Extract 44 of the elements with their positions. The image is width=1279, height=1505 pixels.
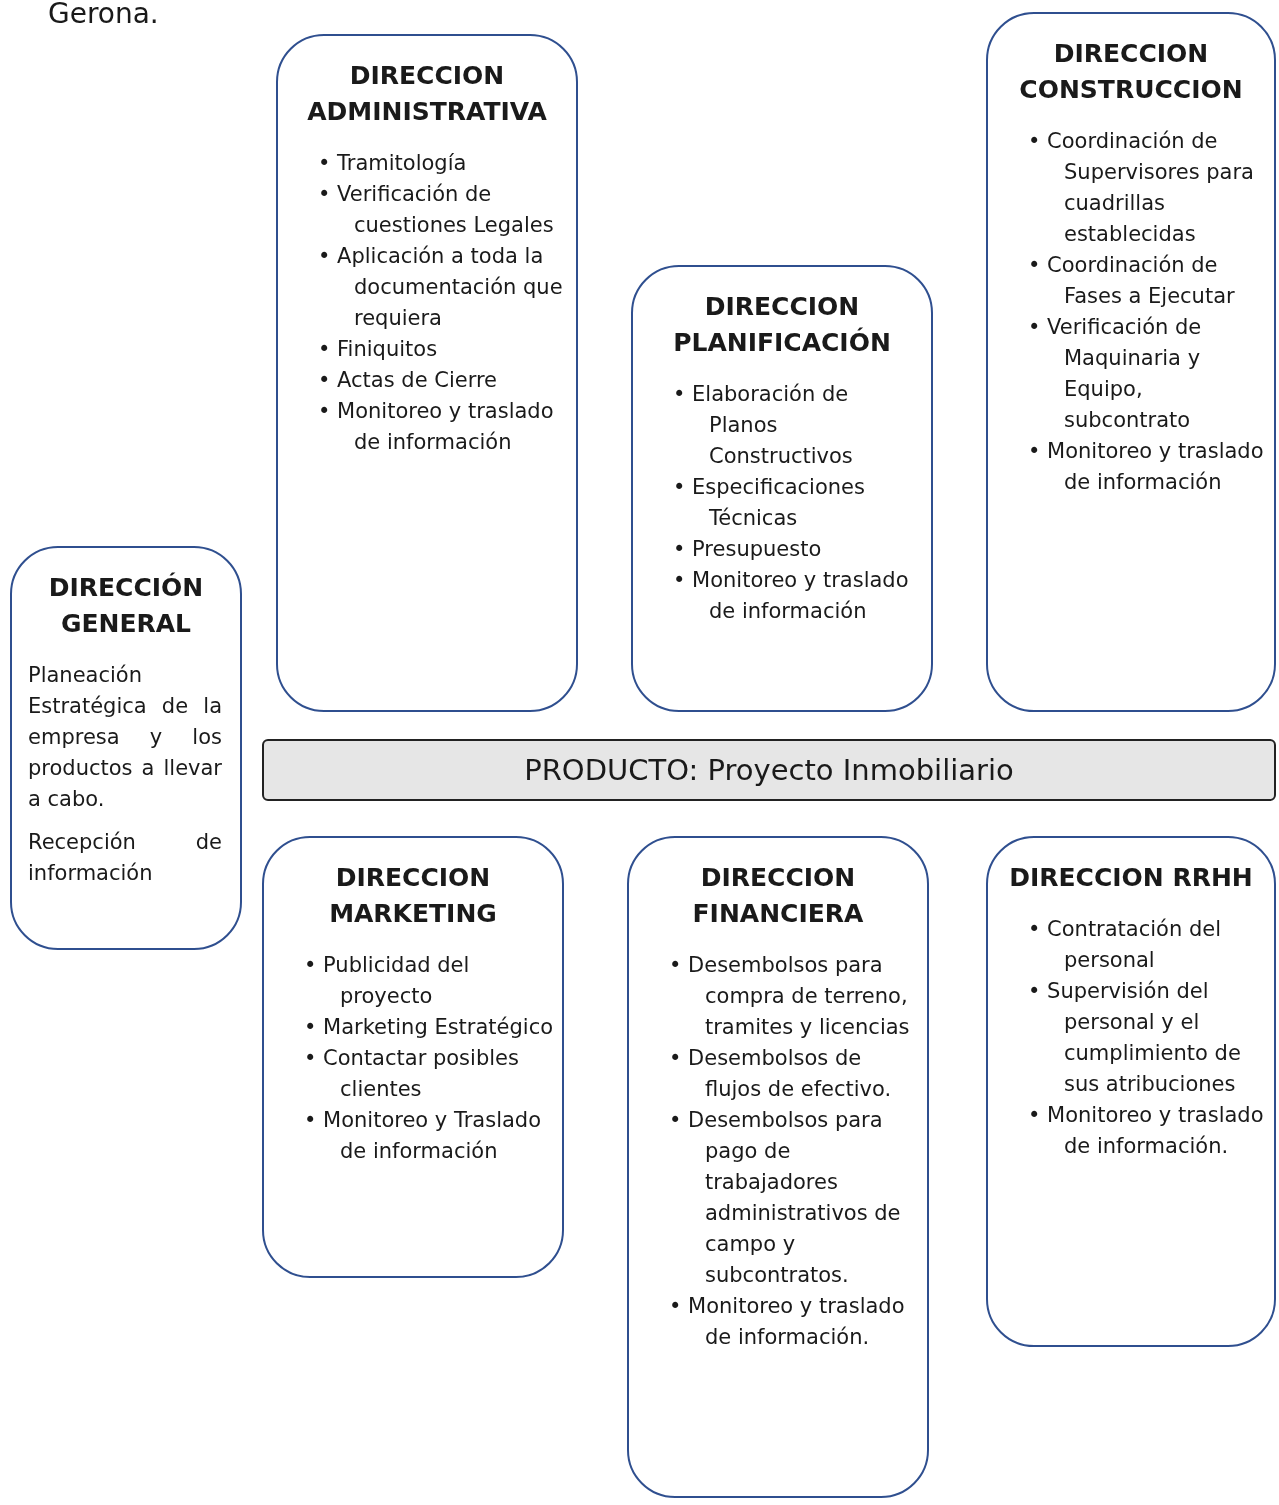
box-heading: DIRECCION PLANIFICACIÓN [672, 291, 892, 359]
bullet-item: • Publicidad del proyecto [304, 952, 471, 1010]
department-box [276, 34, 578, 712]
bullet-item: • Aplicación a toda la documentación que requiera [318, 243, 564, 332]
box-heading: DIRECCION FINANCIERA [691, 862, 865, 930]
bullet-item: • Monitoreo y Traslado de información [304, 1107, 543, 1165]
bullet-item: • Desembolsos de flujos de efectivo. [669, 1045, 893, 1103]
bullet-item: • Verificación de Maquinaria y Equipo, subcontrato [1028, 314, 1203, 434]
department-box [627, 836, 929, 1498]
bullet-item: • Elaboración de Planos Constructivos [673, 381, 854, 470]
department-box [10, 546, 242, 950]
bullet-item: • Verificación de cuestiones Legales [318, 181, 555, 239]
department-box [262, 836, 564, 1278]
bullet-item: • Finiquitos [318, 336, 439, 363]
bullet-item: • Monitoreo y traslado de información [1028, 438, 1265, 496]
box-heading: DIRECCION ADMINISTRATIVA [306, 60, 548, 128]
description-text: Recepción de información [28, 829, 222, 887]
department-box [631, 265, 933, 712]
description-text: Planeación Estratégica de la empresa y los productos a llevar a cabo. [28, 662, 222, 813]
box-heading: DIRECCION CONSTRUCCION [1018, 38, 1244, 106]
text-fragment: Gerona. [48, 0, 159, 32]
bullet-item: • Marketing Estratégico [304, 1014, 554, 1041]
bullet-item: • Monitoreo y traslado de información. [1028, 1102, 1265, 1160]
banner-text: PRODUCTO: Proyecto Inmobiliario [524, 753, 1014, 787]
bullet-item: • Tramitología [318, 150, 468, 177]
box-heading: DIRECCION MARKETING [328, 862, 498, 930]
bullet-item: • Presupuesto [673, 536, 823, 563]
bullet-item: • Monitoreo y traslado de información [673, 567, 910, 625]
box-heading: DIRECCION RRHH [1008, 862, 1254, 894]
bullet-item: • Desembolsos para compra de terreno, tramites y licencias [669, 952, 911, 1041]
bullet-item: • Contactar posibles clientes [304, 1045, 520, 1103]
bullet-item: • Especificaciones Técnicas [673, 474, 866, 532]
department-box [986, 12, 1276, 712]
bullet-item: • Contratación del personal [1028, 916, 1223, 974]
bullet-item: • Coordinación de Supervisores para cuadrillas establecidas [1028, 128, 1255, 248]
bullet-item: • Monitoreo y traslado de información. [669, 1293, 906, 1351]
product-banner [262, 739, 1276, 801]
department-box [986, 836, 1276, 1347]
bullet-item: • Desembolsos para pago de trabajadores administrativos de campo y subcontratos. [669, 1107, 902, 1289]
bullet-item: • Coordinación de Fases a Ejecutar [1028, 252, 1236, 310]
bullet-item: • Actas de Cierre [318, 367, 499, 394]
bullet-item: • Supervisión del personal y el cumplimiento de sus atribuciones [1028, 978, 1242, 1098]
box-heading: DIRECCIÓN GENERAL [47, 571, 205, 640]
bullet-item: • Monitoreo y traslado de información [318, 398, 555, 456]
